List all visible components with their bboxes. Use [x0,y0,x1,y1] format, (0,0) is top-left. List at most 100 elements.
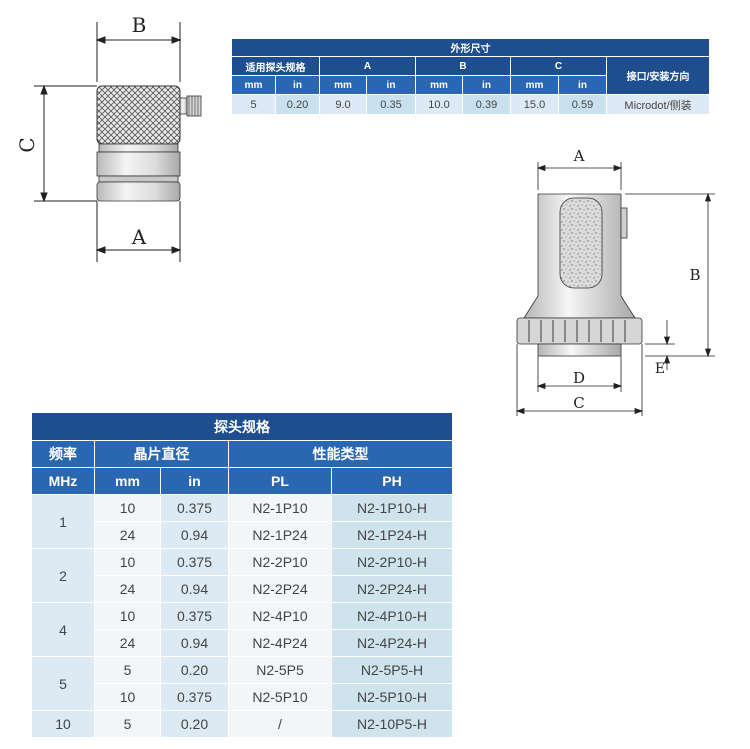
label-a: A [573,147,585,165]
table-cell: N2-4P24-H [330,629,454,657]
table-row: 24 0.94 N2-2P24 N2-2P24-H [32,575,454,603]
unit-mhz: MHz [31,467,95,495]
dimensions-title: 外形尺寸 [230,38,711,57]
table-cell: 0.375 [160,494,229,522]
table-cell: Microdot/侧装 [605,94,711,115]
table-cell: N2-2P10 [228,548,332,576]
label-b: B [132,13,147,37]
unit-in: in [275,75,320,95]
table-cell: 0.375 [160,602,229,630]
label-b: B [689,266,700,284]
unit-in: in [160,467,229,495]
col-performance-type: 性能类型 [227,440,454,468]
table-cell: 0.94 [160,521,229,549]
dimension-b [625,192,715,358]
table-cell: N2-1P10 [228,494,332,522]
table-row: 5 5 0.20 N2-5P5 N2-5P5-H [31,656,454,711]
label-c: C [15,137,39,152]
label-a: A [131,225,147,249]
unit-in: in [558,75,607,95]
probe-drawing-right: A B E D C [515,147,715,416]
table-cell: N2-5P5-H [330,656,454,684]
table-cell: N2-1P24 [228,521,332,549]
type-pl: PL [228,467,332,495]
unit-mm: mm [510,75,559,95]
table-row: 24 0.94 N2-1P24 N2-1P24-H [32,521,454,549]
table-row: 10 0.375 N2-5P10 N2-5P10-H [32,683,454,711]
dimension-e [645,320,675,370]
unit-mm: mm [319,75,367,95]
table-cell: 0.59 [558,94,607,115]
table-cell: 10 [94,683,161,711]
table-cell: N2-2P10-H [330,548,454,576]
table-cell: N2-10P5-H [330,710,454,738]
label-e: E [655,361,665,377]
table-cell: N2-4P24 [228,629,332,657]
table-cell: 0.35 [366,94,416,115]
table-cell: N2-4P10 [228,602,332,630]
table-row: 5 0.20 9.0 0.35 10.0 0.39 15.0 0.59 Micr… [231,94,711,115]
table-cell: 10 [94,602,161,630]
table-cell: 0.375 [160,683,229,711]
table-cell: 0.94 [160,575,229,603]
dimension-c [34,84,97,203]
table-cell: 9.0 [319,94,367,115]
dimension-c [515,344,644,416]
spec-title: 探头规格 [30,412,454,441]
col-a: A [319,56,416,76]
probe-drawing-left: B C A [15,13,202,262]
probe-body [516,193,643,357]
table-cell: 0.20 [275,94,320,115]
table-cell: 10.0 [415,94,463,115]
unit-in: in [462,75,511,95]
col-frequency: 频率 [31,440,95,468]
table-cell: N2-5P10-H [330,683,454,711]
table-cell: 0.20 [160,710,229,738]
table-cell: N2-4P10-H [330,602,454,630]
label-c: C [573,394,584,412]
frequency-cell: 2 [31,548,95,603]
table-cell: 10 [94,494,161,522]
table-cell: N2-2P24 [228,575,332,603]
col-probe-size: 适用探头规格 [231,56,320,76]
table-cell: N2-1P24-H [330,521,454,549]
table-row: 24 0.94 N2-4P24 N2-4P24-H [32,629,454,657]
table-row: 1 10 0.375 N2-1P10 N2-1P10-H [31,494,454,549]
col-interface: 接口/安装方向 [605,56,711,95]
table-cell: N2-5P10 [228,683,332,711]
table-cell: 24 [94,629,161,657]
unit-in: in [366,75,416,95]
table-cell: 15.0 [510,94,559,115]
dimension-a [95,201,182,262]
table-cell: 24 [94,575,161,603]
probe-body [96,85,202,202]
table-row: 4 10 0.375 N2-4P10 N2-4P10-H [31,602,454,657]
table-cell: N2-1P10-H [330,494,454,522]
dimension-a [536,162,623,190]
unit-mm: mm [231,75,276,95]
dimension-b [95,22,182,82]
table-cell: 10 [94,548,161,576]
col-crystal-diameter: 晶片直径 [94,440,229,468]
table-cell: 0.20 [160,656,229,684]
spec-table: 探头规格 频率 晶片直径 性能类型 MHz mm in PL PH 1 10 0… [30,412,454,738]
table-cell: N2-5P5 [228,656,332,684]
frequency-cell: 10 [31,710,95,738]
table-cell: 0.94 [160,629,229,657]
unit-mm: mm [415,75,463,95]
table-cell: N2-2P24-H [330,575,454,603]
table-cell: 24 [94,521,161,549]
dimensions-table: 外形尺寸 适用探头规格 A B C 接口/安装方向 mm in mm in mm… [230,38,711,115]
table-row: 10 5 0.20 / N2-10P5-H [31,710,454,738]
col-c: C [510,56,607,76]
table-cell: 5 [94,656,161,684]
col-b: B [415,56,511,76]
table-cell: / [228,710,332,738]
table-cell: 5 [94,710,161,738]
dimension-d [536,356,623,392]
label-d: D [573,369,585,387]
table-cell: 5 [231,94,276,115]
frequency-cell: 5 [31,656,95,711]
table-row: 2 10 0.375 N2-2P10 N2-2P10-H [31,548,454,603]
table-cell: 0.375 [160,548,229,576]
